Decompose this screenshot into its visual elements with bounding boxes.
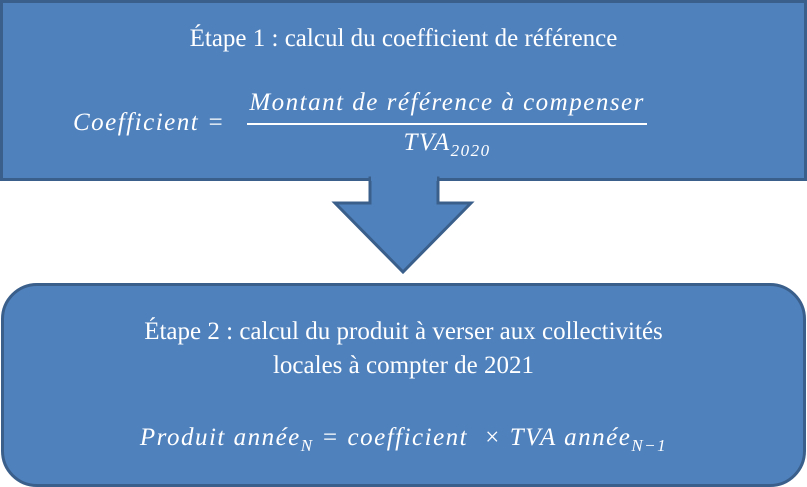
formula-part2: = coefficient × TVA année <box>313 424 632 451</box>
step2-title-line1: Étape 2 : calcul du produit à verser aux… <box>144 318 663 345</box>
step2-box: Étape 2 : calcul du produit à verser aux… <box>1 283 806 487</box>
coefficient-formula: Coefficient = Montant de référence à com… <box>73 89 647 160</box>
formula-sub2: N−1 <box>631 436 668 455</box>
formula-part1: Produit année <box>139 424 301 451</box>
step1-box: Étape 1 : calcul du coefficient de référ… <box>0 0 807 181</box>
denominator-text: TVA <box>403 129 451 156</box>
denominator-subscript: 2020 <box>450 141 491 160</box>
step2-title-line2: locales à compter de 2021 <box>272 352 534 379</box>
formula-lhs: Coefficient = <box>73 109 226 136</box>
fraction-numerator: Montant de référence à compenser <box>247 89 647 125</box>
step1-title: Étape 1 : calcul du coefficient de référ… <box>189 25 618 52</box>
product-formula: Produit annéeN = coefficient × TVA année… <box>4 424 803 455</box>
fraction: Montant de référence à compenser TVA2020 <box>247 89 647 160</box>
fraction-denominator: TVA2020 <box>403 125 491 160</box>
formula-sub1: N <box>300 436 314 455</box>
